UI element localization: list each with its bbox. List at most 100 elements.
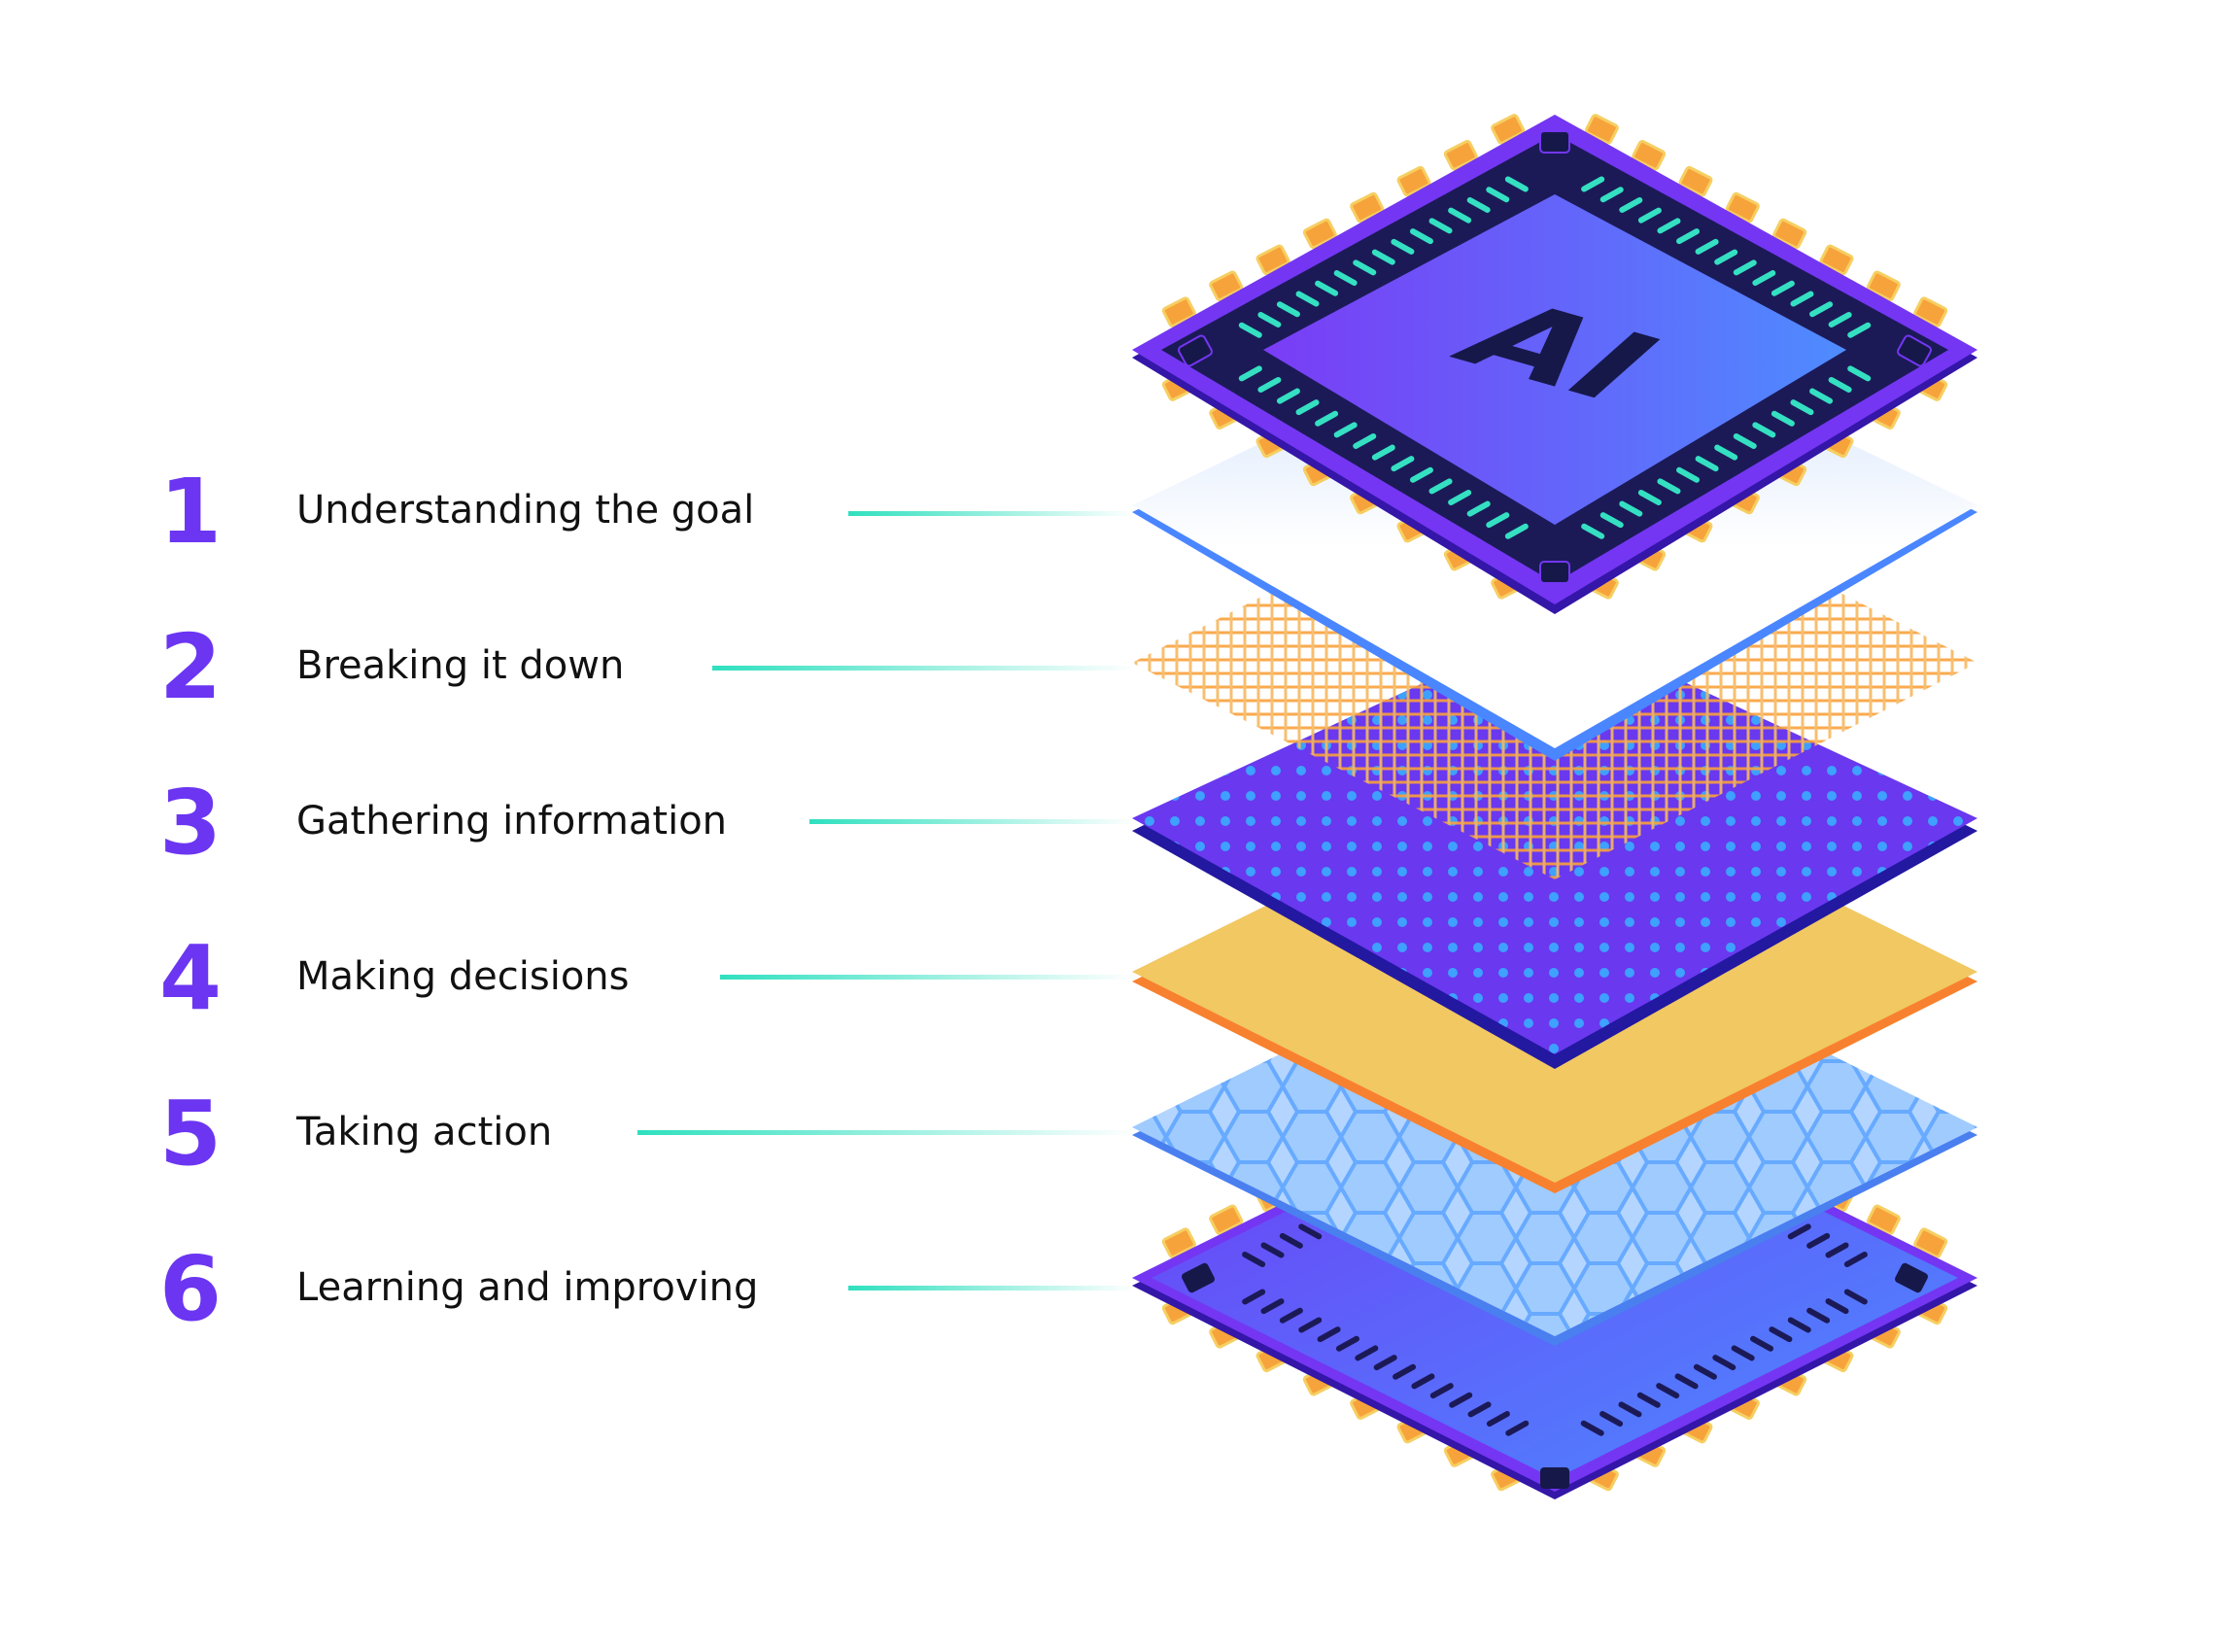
chip-pin <box>1913 296 1948 327</box>
chip-slot <box>1581 176 1605 192</box>
chip-slot <box>1731 1345 1755 1361</box>
step-label: Taking action <box>295 1110 552 1154</box>
step-connector <box>712 666 1135 671</box>
chip-slot <box>1828 376 1852 393</box>
chip-slot <box>1695 456 1719 472</box>
chip-slot <box>1260 1242 1285 1258</box>
chip-pin <box>1866 1204 1901 1235</box>
chip-slot <box>1295 399 1320 416</box>
chip-slot <box>1676 466 1701 483</box>
step-label: Understanding the goal <box>296 488 754 533</box>
chip-slot <box>1637 207 1662 224</box>
chip-slot <box>1656 1383 1680 1399</box>
chip-slot <box>1599 1411 1624 1428</box>
step-connector <box>848 1286 1135 1291</box>
chip-slot <box>1504 176 1529 192</box>
chip-slot <box>1733 259 1757 276</box>
chip-pin <box>1209 270 1244 301</box>
chip-slot <box>1580 1420 1604 1436</box>
chip-pin <box>1302 218 1337 250</box>
chip-slot <box>1371 444 1395 461</box>
top-slots <box>1238 176 1872 539</box>
chip-slot <box>1257 311 1282 327</box>
chip-slot <box>1429 1383 1454 1399</box>
step-connector <box>720 975 1135 980</box>
chip-slot <box>1693 1363 1717 1380</box>
chip-slot <box>1787 1317 1811 1333</box>
step-list: 1 Understanding the goal 2 Breaking it d… <box>159 460 1135 1341</box>
step-5: 5 Taking action <box>159 1082 1135 1186</box>
chip-pin <box>1772 218 1807 250</box>
chip-slot <box>1505 1420 1530 1436</box>
chip-slot <box>1391 456 1415 472</box>
step-label: Learning and improving <box>296 1265 758 1310</box>
chip-slot <box>1581 523 1605 539</box>
chip-slot <box>1504 523 1529 539</box>
chip-slot <box>1806 1232 1831 1249</box>
chip-slot <box>1298 1317 1323 1333</box>
step-1: 1 Understanding the goal <box>159 460 1135 564</box>
chip-slot <box>1599 512 1624 529</box>
chip-slot <box>1825 1242 1849 1258</box>
chip-slot <box>1371 249 1395 265</box>
chip-slot <box>1448 489 1472 505</box>
chip-slot <box>1373 1355 1397 1371</box>
chip-pin <box>1584 114 1619 145</box>
chip-slot <box>1333 422 1358 438</box>
ai-chip-icon: AI <box>1132 114 1977 614</box>
chip-slot <box>1260 1298 1285 1315</box>
chip-pin <box>1443 140 1478 171</box>
chip-slot <box>1714 444 1738 461</box>
chip-slot <box>1279 1232 1303 1249</box>
chip-pin <box>1725 191 1760 224</box>
chip-slot <box>1317 1326 1341 1343</box>
chip-slot <box>1790 399 1814 416</box>
chip-slot <box>1695 238 1719 255</box>
chip-slot <box>1674 1373 1699 1390</box>
chip-slot <box>1806 1307 1831 1324</box>
chip-slot <box>1315 280 1339 296</box>
chip-slot <box>1353 259 1377 276</box>
chip-slot <box>1733 432 1757 449</box>
chip-slot <box>1238 322 1262 338</box>
chip-slot <box>1771 410 1795 427</box>
step-number: 4 <box>159 926 222 1030</box>
chip-slot <box>1428 218 1453 234</box>
chip-slot <box>1409 228 1433 245</box>
chip-pin <box>1678 165 1713 197</box>
chip-slot <box>1790 291 1814 307</box>
chip-pin <box>1161 296 1196 327</box>
chip-slot <box>1298 1223 1323 1240</box>
chip-slot <box>1712 1355 1736 1371</box>
chip-pin <box>1819 244 1854 276</box>
chip-pin <box>1913 1227 1948 1258</box>
chip-slot <box>1750 1335 1774 1352</box>
chip-pin <box>1255 244 1290 276</box>
chip-slot <box>1276 388 1300 404</box>
chip-pin <box>1632 140 1667 171</box>
chip-pin <box>1350 191 1385 224</box>
chip-slot <box>1333 270 1358 287</box>
step-label: Gathering information <box>296 799 727 843</box>
step-6: 6 Learning and improving <box>159 1237 1135 1341</box>
chip-slot <box>1466 196 1491 213</box>
layer-stack: AI <box>1132 114 1977 1499</box>
chip-slot <box>1825 1298 1849 1315</box>
chip-slot <box>1411 1373 1435 1390</box>
chip-slot <box>1618 1401 1642 1418</box>
chip-slot <box>1787 1223 1811 1240</box>
step-connector <box>809 819 1135 824</box>
chip-slot <box>1466 500 1491 517</box>
chip-slot <box>1619 196 1643 213</box>
step-connector <box>848 511 1135 516</box>
step-label: Breaking it down <box>296 643 624 688</box>
chip-slot <box>1809 388 1834 404</box>
chip-pin <box>1866 270 1901 301</box>
chip-slot <box>1657 478 1681 495</box>
chip-slot <box>1843 1252 1868 1268</box>
chip-slot <box>1393 1363 1417 1380</box>
chip-slot <box>1843 1289 1868 1305</box>
chip-pin <box>1161 1227 1196 1258</box>
step-number: 1 <box>159 460 222 564</box>
